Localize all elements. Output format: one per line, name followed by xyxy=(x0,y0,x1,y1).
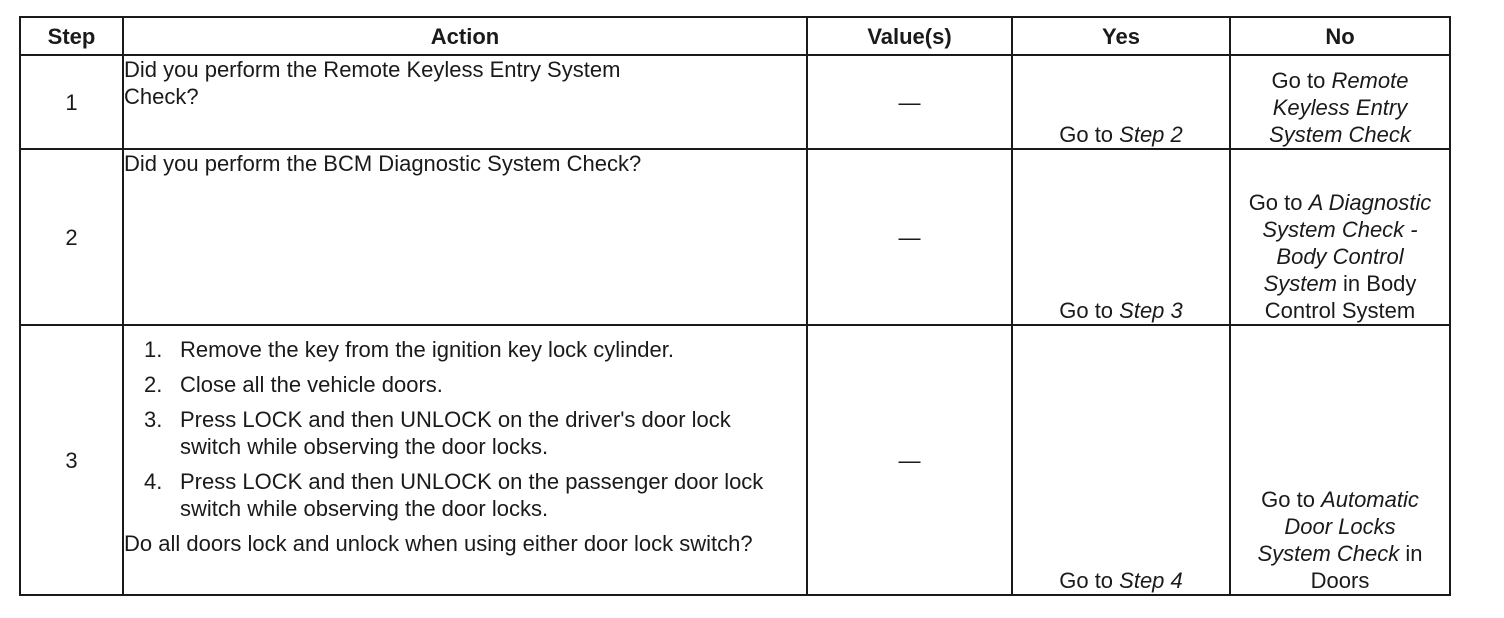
yes-prefix: Go to xyxy=(1059,298,1120,323)
substep-number: 3. xyxy=(144,407,163,432)
no-suffix: in Body Control System xyxy=(1264,271,1417,323)
step-number: 3 xyxy=(19,324,124,596)
value-cell: — xyxy=(806,54,1013,150)
table-row: 1 Did you perform the Remote Keyless Ent… xyxy=(19,54,1451,150)
no-link[interactable]: Remote Keyless Entry System Check xyxy=(1269,68,1411,147)
table-row: 3 1. Remove the key from the ignition key… xyxy=(19,324,1451,596)
action-text: Did you perform the BCM Diagnostic Syste… xyxy=(122,148,808,326)
substep-text: Close all the vehicle doors. xyxy=(180,372,443,397)
table-row: 2 Did you perform the BCM Diagnostic Sys… xyxy=(19,148,1451,326)
header-no: No xyxy=(1229,16,1451,56)
substep-item: 3. Press LOCK and then UNLOCK on the driv… xyxy=(124,406,776,460)
substep-item: 2. Close all the vehicle doors. xyxy=(124,371,776,398)
value-text: — xyxy=(898,447,921,473)
step-number: 2 xyxy=(19,148,124,326)
no-cell: Go to Remote Keyless Entry System Check xyxy=(1229,54,1451,150)
no-link[interactable]: A Diagnostic System Check - Body Control… xyxy=(1262,190,1432,296)
action-question: Did you perform the Remote Keyless Entry… xyxy=(124,57,621,109)
substep-number: 4. xyxy=(144,469,163,494)
no-prefix: Go to xyxy=(1248,190,1309,215)
substep-number: 2. xyxy=(144,372,163,397)
header-step: Step xyxy=(19,16,124,56)
no-suffix: in Doors xyxy=(1310,541,1423,593)
action-text: 1. Remove the key from the ignition key l… xyxy=(122,324,808,596)
header-yes: Yes xyxy=(1011,16,1231,56)
yes-cell: Go to Step 3 xyxy=(1011,148,1231,326)
value-cell: — xyxy=(806,148,1013,326)
no-prefix: Go to xyxy=(1261,487,1322,512)
substep-text: Press LOCK and then UNLOCK on the passen… xyxy=(180,469,764,521)
yes-prefix: Go to xyxy=(1059,122,1120,147)
action-text: Did you perform the Remote Keyless Entry… xyxy=(122,54,808,150)
value-text: — xyxy=(898,224,921,250)
header-values: Value(s) xyxy=(806,16,1013,56)
no-cell: Go to Automatic Door Locks System Check … xyxy=(1229,324,1451,596)
yes-step-link[interactable]: Step 3 xyxy=(1119,298,1183,323)
action-question: Did you perform the BCM Diagnostic Syste… xyxy=(124,151,642,176)
action-question: Do all doors lock and unlock when using … xyxy=(124,531,753,556)
substep-item: 1. Remove the key from the ignition key l… xyxy=(124,336,776,363)
yes-cell: Go to Step 4 xyxy=(1011,324,1231,596)
substep-text: Remove the key from the ignition key loc… xyxy=(180,337,675,362)
header-action: Action xyxy=(122,16,808,56)
yes-cell: Go to Step 2 xyxy=(1011,54,1231,150)
no-cell: Go to A Diagnostic System Check - Body C… xyxy=(1229,148,1451,326)
yes-step-link[interactable]: Step 4 xyxy=(1119,568,1183,593)
yes-prefix: Go to xyxy=(1059,568,1120,593)
header-row: Step Action Value(s) Yes No xyxy=(19,16,1451,56)
substep-number: 1. xyxy=(144,337,163,362)
substep-item: 4. Press LOCK and then UNLOCK on the pass… xyxy=(124,468,776,522)
substep-list: 1. Remove the key from the ignition key l… xyxy=(124,336,776,522)
diagnostic-table: Step Action Value(s) Yes No 1 Did you pe… xyxy=(19,16,1451,596)
substep-text: Press LOCK and then UNLOCK on the driver… xyxy=(180,407,731,459)
step-number: 1 xyxy=(19,54,124,150)
yes-step-link[interactable]: Step 2 xyxy=(1119,122,1183,147)
value-text: — xyxy=(898,89,921,115)
value-cell: — xyxy=(806,324,1013,596)
no-prefix: Go to xyxy=(1271,68,1332,93)
no-link[interactable]: Automatic Door Locks System Check xyxy=(1257,487,1419,566)
